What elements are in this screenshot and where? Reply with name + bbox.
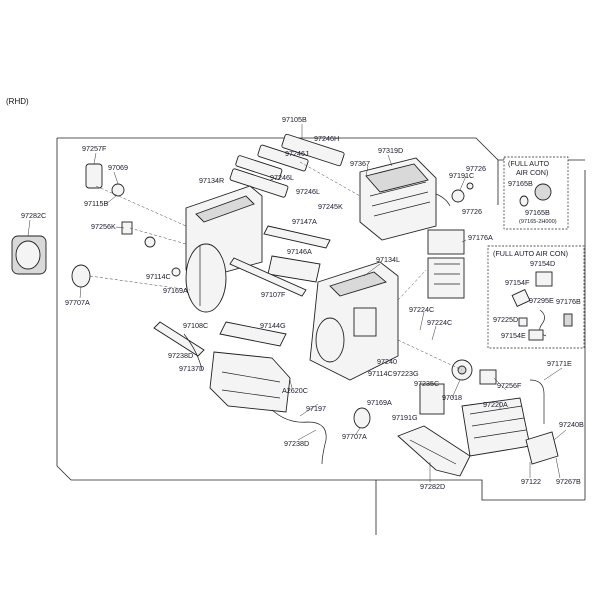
plate-97107F xyxy=(229,257,307,297)
hose-97108C xyxy=(153,321,205,357)
callout-97267B: 97267B xyxy=(556,477,581,486)
filter-block xyxy=(427,229,465,299)
callout-97282D: 97282D xyxy=(420,482,445,491)
callout-97114C-b: 97114C xyxy=(368,369,393,378)
callout-97224C-a: 97224C xyxy=(409,305,434,314)
callout-97726-a: 97726 xyxy=(466,164,486,173)
callout-97235C: 97235C xyxy=(414,379,439,388)
assembly-guides xyxy=(89,161,463,371)
callout-97154F: 97154F xyxy=(505,278,530,287)
actuator-part-3 xyxy=(528,329,544,341)
callout-97726-b: 97726 xyxy=(462,207,482,216)
callout-97165B-a: 97165B xyxy=(508,179,533,188)
box2-title: (FULL AUTO AIR CON) xyxy=(493,249,568,258)
callout-97144G: 97144G xyxy=(260,321,286,330)
callout-97240: 97240 xyxy=(377,357,397,366)
resistor-97191G xyxy=(419,383,445,415)
callout-A2620C: A2620C xyxy=(282,386,308,395)
callout-97256F: 97256F xyxy=(497,381,522,390)
actuator-part-2 xyxy=(511,289,531,307)
actuator-part-1 xyxy=(535,271,553,287)
box1-title-line1: (FULL AUTO xyxy=(508,159,550,168)
callout-97154E: 97154E xyxy=(501,331,526,340)
callout-97257F: 97257F xyxy=(82,144,107,153)
sensor-cap-part xyxy=(519,195,529,207)
case-97137D xyxy=(209,351,291,413)
callout-labels: 97105B 97246H 97246J 97246L 97246L 97245… xyxy=(21,115,584,491)
callout-97238D-b: 97238D xyxy=(284,439,309,448)
callout-97256K: 97256K xyxy=(91,222,116,231)
callout-97108C: 97108C xyxy=(183,321,208,330)
hardware-cluster-left xyxy=(85,163,181,277)
heater-core xyxy=(461,379,559,465)
callout-97176A: 97176A xyxy=(468,233,493,242)
callout-97224C-b: 97224C xyxy=(427,318,452,327)
callout-97169A-b: 97169A xyxy=(367,398,392,407)
sensor-part xyxy=(534,183,552,201)
seal-97246L-b xyxy=(229,168,289,198)
callout-97197: 97197 xyxy=(306,404,326,413)
callout-97238D-a: 97238D xyxy=(168,351,193,360)
fan-97018 xyxy=(451,359,497,385)
duct-97282D xyxy=(397,425,471,477)
callout-97707A-b: 97707A xyxy=(342,432,367,441)
callout-97367: 97367 xyxy=(350,159,370,168)
callout-97246L-b: 97246L xyxy=(296,187,320,196)
seal-frames xyxy=(229,133,345,198)
callout-97295E: 97295E xyxy=(529,296,554,305)
housing-97134R xyxy=(185,185,263,313)
evaporator-core xyxy=(359,157,474,241)
full-auto-box-actuators: (FULL AUTO AIR CON) 97154D 97154F 97295E… xyxy=(487,245,585,349)
callout-97319D: 97319D xyxy=(378,146,403,155)
connector-part xyxy=(563,313,573,327)
callout-97115B: 97115B xyxy=(84,199,108,208)
drain-hoses xyxy=(183,333,327,465)
housing-97134L xyxy=(309,261,399,381)
callout-97107F: 97107F xyxy=(261,290,286,299)
callout-97147A: 97147A xyxy=(292,217,317,226)
seal-97246H xyxy=(281,133,345,167)
full-auto-box-sensor: (FULL AUTO AIR CON) 97165B 97165B (97165… xyxy=(503,156,569,230)
callout-97146A: 97146A xyxy=(287,247,312,256)
plate-97146A xyxy=(267,255,321,283)
box1-note: (97165-2H000) xyxy=(519,219,557,225)
ring-97707A xyxy=(71,264,91,288)
callout-97707A-a: 97707A xyxy=(65,298,90,307)
seal-97246L-a xyxy=(235,155,283,180)
leader-lines xyxy=(27,124,567,482)
callout-97165B-b: 97165B xyxy=(525,208,550,217)
callout-97191G: 97191G xyxy=(392,413,418,422)
callout-97134R: 97134R xyxy=(199,176,224,185)
callout-97122: 97122 xyxy=(521,477,541,486)
blower-motor xyxy=(11,235,91,288)
ring-97707A-b xyxy=(353,407,371,429)
callout-97282C: 97282C xyxy=(21,211,46,220)
clip-part xyxy=(518,317,528,327)
callout-97069: 97069 xyxy=(108,163,128,172)
callout-97154D: 97154D xyxy=(530,259,555,268)
plate-97147A xyxy=(263,225,331,249)
doors-and-plates xyxy=(153,225,331,357)
callout-97220A: 97220A xyxy=(483,400,508,409)
callout-97225D: 97225D xyxy=(493,315,518,324)
callout-97176B: 97176B xyxy=(556,297,581,306)
rhd-note: (RHD) xyxy=(6,97,29,106)
callout-97191C: 97191C xyxy=(449,171,474,180)
callout-97246L-a: 97246L xyxy=(270,173,294,182)
callout-97105B: 97105B xyxy=(282,115,307,124)
callout-97134L: 97134L xyxy=(376,255,400,264)
callout-97246H: 97246H xyxy=(314,134,339,143)
callout-97246J: 97246J xyxy=(285,149,309,158)
callout-97137D: 97137D xyxy=(179,364,204,373)
callout-97171E: 97171E xyxy=(547,359,572,368)
plate-97144G xyxy=(219,321,287,347)
callout-97245K: 97245K xyxy=(318,202,343,211)
callout-97223G: 97223G xyxy=(393,369,419,378)
callout-97169A-a: 97169A xyxy=(163,286,188,295)
box1-title-line2: AIR CON) xyxy=(516,168,548,177)
callout-97240B: 97240B xyxy=(559,420,584,429)
callout-97114C-a: 97114C xyxy=(146,272,171,281)
